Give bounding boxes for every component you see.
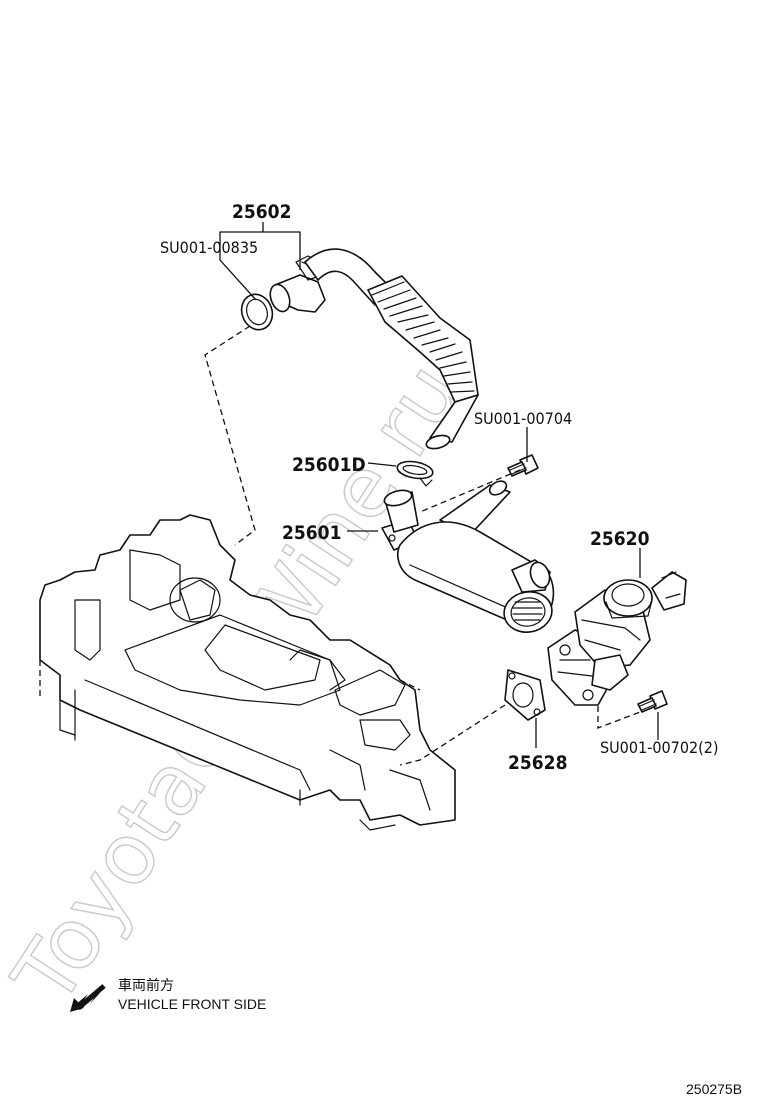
arrow-down-left-icon: [70, 984, 106, 1012]
bolt-su001-00704: [507, 454, 539, 477]
direction-jp: 車両前方: [118, 977, 174, 993]
gasket-25628: [504, 669, 546, 721]
label-su001-00835: SU001-00835: [160, 238, 258, 257]
label-25628: 25628: [508, 752, 567, 774]
leader-lines: [219, 222, 659, 748]
label-25601: 25601: [282, 522, 341, 544]
bolt-su001-00702: [637, 690, 668, 713]
label-su001-00702: SU001-00702(2): [600, 738, 719, 757]
label-su001-00704: SU001-00704: [474, 409, 572, 428]
engine-outline: [39, 514, 456, 831]
label-25602: 25602: [232, 201, 291, 223]
label-25601d: 25601D: [292, 454, 366, 476]
clamp-25601d: [396, 460, 434, 487]
egr-pipe-25602: [269, 248, 479, 450]
direction-en: VEHICLE FRONT SIDE: [118, 996, 266, 1012]
figure-code: 250275B: [686, 1081, 742, 1097]
egr-cooler-25601: [381, 480, 555, 633]
egr-valve-25620: [547, 571, 687, 706]
assembly-lines: [204, 325, 641, 766]
label-25620: 25620: [590, 528, 650, 550]
